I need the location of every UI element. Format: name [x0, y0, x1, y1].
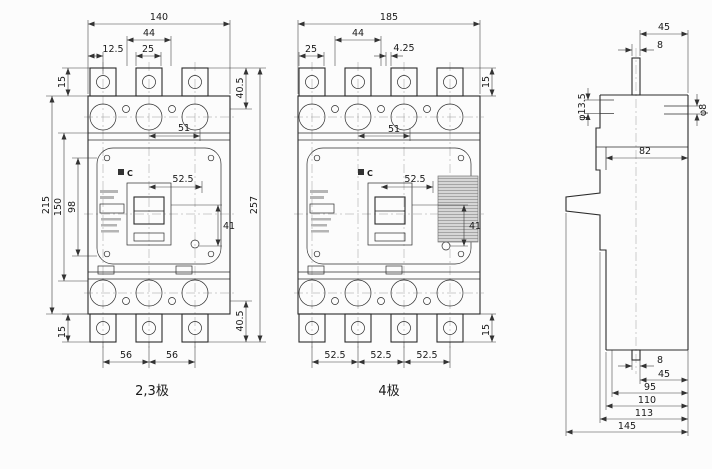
dim-8-bottom: 8	[657, 355, 663, 366]
extension-lines	[565, 30, 700, 436]
brand-logo-icon	[358, 169, 364, 175]
dim-height-215: 215	[41, 196, 52, 214]
dim-82: 82	[639, 146, 651, 157]
operating-mechanism	[367, 182, 413, 246]
dim-dia-8: φ8	[698, 104, 709, 116]
cover-screws	[103, 154, 215, 258]
dim-tab-25: 25	[142, 44, 154, 55]
dim-113: 113	[635, 408, 653, 419]
dim-offset-12-5: 12.5	[102, 44, 123, 55]
rating-label-print	[97, 190, 193, 275]
brand-logo-icon	[118, 169, 124, 175]
dimension-lines	[49, 21, 263, 365]
dim-8-top: 8	[657, 40, 663, 51]
dim-41: 41	[223, 221, 235, 232]
top-mounting-tabs	[298, 67, 464, 97]
dim-52-5: 52.5	[172, 174, 193, 185]
dim-52-5-c: 52.5	[416, 350, 437, 361]
centerlines	[294, 62, 484, 348]
extension-lines	[46, 20, 266, 368]
dim-45-bottom: 45	[658, 369, 670, 380]
dim-52-5: 52.5	[404, 174, 425, 185]
dim-height-40-5-top: 40.5	[235, 77, 246, 98]
terminal-holes	[89, 103, 209, 307]
dim-height-40-5-bottom: 40.5	[235, 310, 246, 331]
dim-height-150: 150	[53, 198, 64, 216]
brand-mark: C	[118, 169, 133, 178]
view-side-profile: 45 8 φ13.5 φ8 82 8 45 95 110 113 145	[565, 22, 709, 436]
dim-56-right: 56	[166, 350, 178, 361]
dim-95: 95	[644, 382, 656, 393]
dim-tab-height-15-top: 15	[481, 76, 492, 88]
dim-spacing-44: 44	[352, 28, 364, 39]
dim-height-98: 98	[67, 201, 78, 213]
cover-outline	[96, 147, 222, 265]
dim-tab-height-15-bottom: 15	[481, 324, 492, 336]
dimension-lines	[298, 21, 495, 365]
dim-51: 51	[388, 124, 400, 135]
extension-lines	[297, 20, 496, 368]
bottom-mounting-tabs	[298, 313, 464, 343]
dim-tab-height-15-top: 15	[57, 76, 68, 88]
dim-110: 110	[638, 395, 656, 406]
dim-tab-25: 25	[305, 44, 317, 55]
dim-52-5-b: 52.5	[370, 350, 391, 361]
dim-tab-height-15-bottom: 15	[57, 326, 68, 338]
terminal-holes	[298, 103, 464, 307]
view-label-4-pole: 4极	[378, 384, 399, 399]
operating-mechanism	[126, 182, 172, 246]
dim-41: 41	[469, 221, 481, 232]
brand-letter: C	[367, 169, 373, 178]
brand-mark: C	[358, 169, 373, 178]
view-2-3-pole: C	[41, 12, 266, 399]
view-4-pole: C	[294, 12, 496, 399]
dim-45-top: 45	[658, 22, 670, 33]
dim-width-185: 185	[380, 12, 398, 23]
dim-51: 51	[178, 123, 190, 134]
dim-width-140: 140	[150, 12, 168, 23]
dimension-lines	[566, 31, 700, 435]
dim-56-left: 56	[120, 350, 132, 361]
shaded-accessory-area	[437, 175, 479, 243]
top-mounting-tabs	[89, 67, 209, 97]
dim-52-5-a: 52.5	[324, 350, 345, 361]
body-parting-lines	[298, 132, 480, 280]
side-outline	[565, 57, 689, 361]
dim-4-25: 4.25	[393, 43, 414, 54]
breaker-body-outline	[297, 95, 481, 315]
dim-dia-13-5: φ13.5	[577, 93, 588, 120]
hidden-hole-lines	[596, 99, 688, 170]
brand-letter: C	[127, 169, 133, 178]
dim-spacing-44: 44	[143, 28, 155, 39]
dim-height-257: 257	[249, 196, 260, 214]
view-label-2-3-pole: 2,3极	[135, 384, 169, 399]
rating-label-print	[307, 190, 403, 275]
body-parting-lines	[88, 132, 230, 280]
dim-145: 145	[618, 421, 636, 432]
